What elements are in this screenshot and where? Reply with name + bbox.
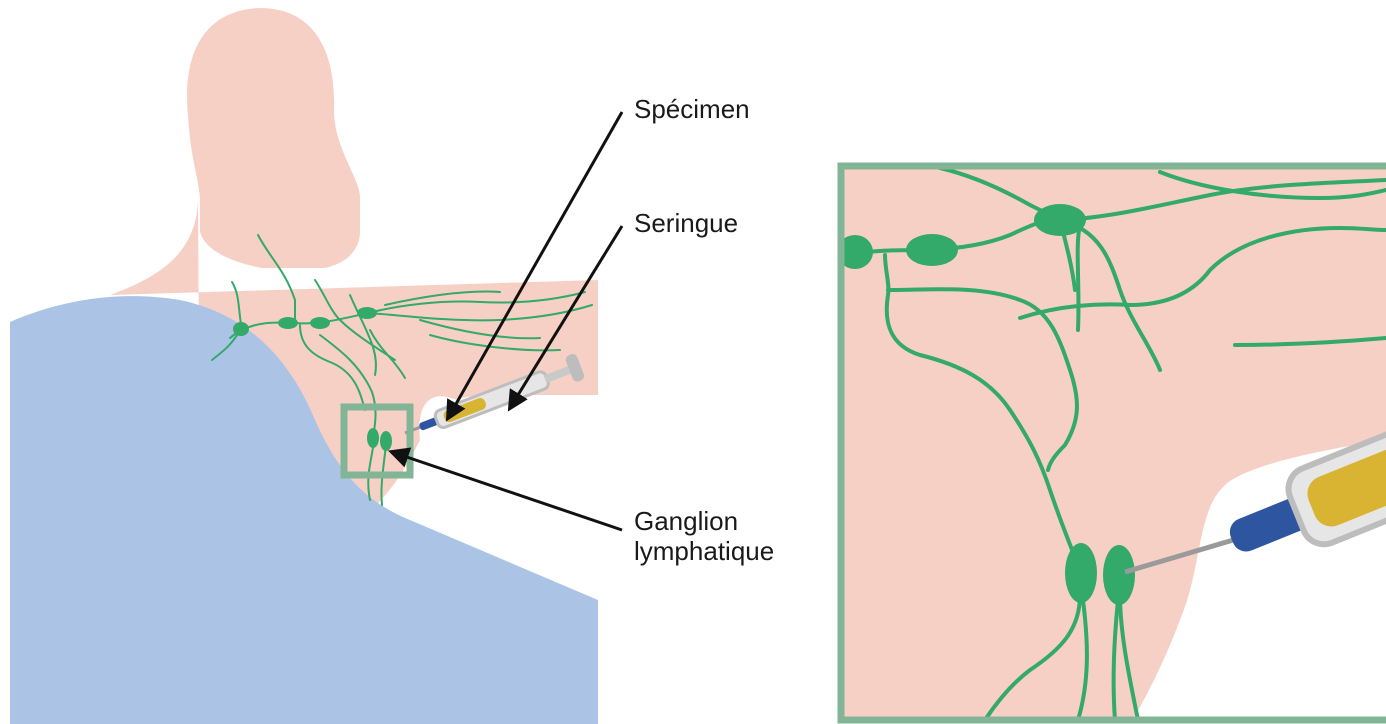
label-lymph-node-line2: lymphatique bbox=[634, 536, 774, 566]
label-specimen: Spécimen bbox=[634, 94, 750, 124]
lymph-node-icon bbox=[278, 317, 298, 329]
label-lymph-node: Ganglion lymphatique bbox=[634, 506, 774, 566]
lymph-node-icon bbox=[357, 307, 377, 319]
lymph-node-icon bbox=[906, 234, 958, 266]
magnified-inset bbox=[837, 166, 1386, 724]
lymph-node-icon bbox=[310, 317, 330, 329]
patient-overview bbox=[10, 8, 598, 724]
lymph-node-icon bbox=[367, 428, 379, 448]
label-lymph-node-line1: Ganglion bbox=[634, 506, 774, 536]
lymph-node-icon bbox=[1103, 545, 1135, 605]
lymph-node-icon bbox=[380, 431, 392, 451]
lymph-node-icon bbox=[1065, 543, 1097, 603]
label-syringe: Seringue bbox=[634, 208, 738, 238]
lymph-node-icon bbox=[1034, 204, 1086, 236]
lymph-node-icon bbox=[233, 322, 249, 336]
head bbox=[187, 8, 360, 268]
